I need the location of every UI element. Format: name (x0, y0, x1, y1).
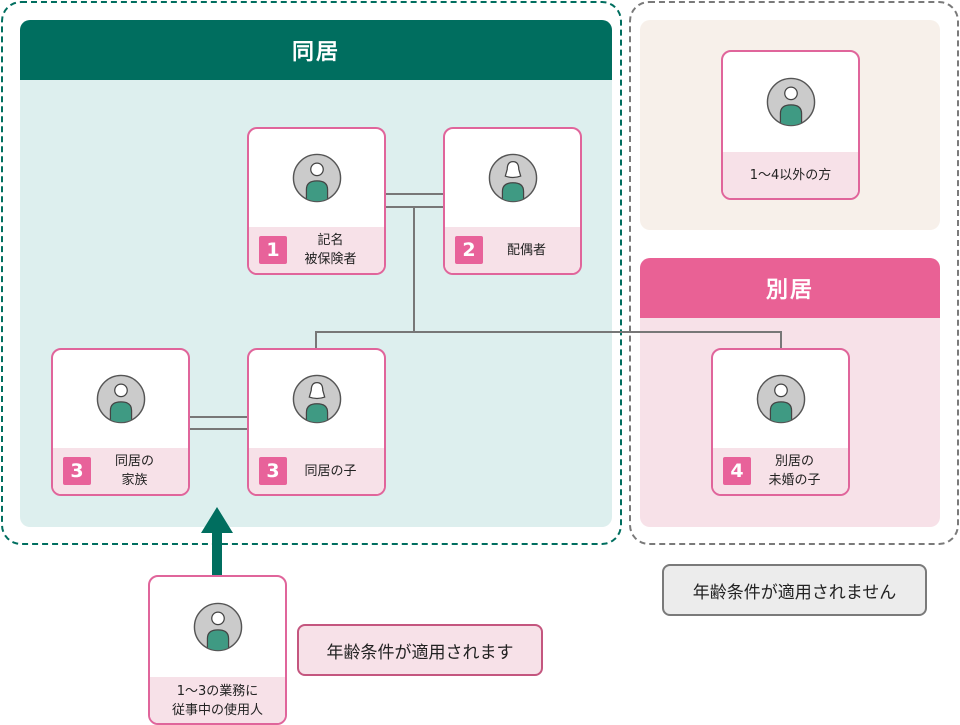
up-arrow-icon (201, 507, 233, 577)
person-card-cohabiting-child: 3 同居の子 (247, 348, 386, 496)
person-card-cohabiting-family: 3 同居の 家族 (51, 348, 190, 496)
person-label: 1～3の業務に 従事中の使用人 (171, 684, 263, 718)
number-badge: 4 (723, 457, 751, 485)
age-condition-not-applies-note: 年齢条件が適用されません (662, 564, 927, 616)
age-condition-applies-note: 年齢条件が適用されます (297, 624, 543, 676)
male-person-icon (766, 77, 816, 127)
number-badge: 2 (455, 236, 483, 264)
age-condition-applies-boundary (1, 1, 622, 545)
person-label: 同居の子 (304, 463, 357, 479)
marriage-line-top (385, 193, 443, 195)
person-card-employee: 1～3の業務に 従事中の使用人 (148, 575, 287, 725)
cohabiting-panel-title: 同居 (20, 20, 612, 80)
person-card-others: 1～4以外の方 (721, 50, 860, 200)
family-link-top (189, 416, 247, 418)
male-person-icon (193, 602, 243, 652)
person-card-spouse: 2 配偶者 (443, 127, 582, 275)
children-trunk-line (413, 206, 415, 332)
age-condition-not-applies-boundary (629, 1, 959, 545)
female-person-icon (488, 153, 538, 203)
male-person-icon (292, 153, 342, 203)
number-badge: 3 (63, 457, 91, 485)
family-link-bottom (189, 428, 247, 430)
separate-panel-title: 別居 (640, 258, 940, 318)
children-branch-line (315, 331, 782, 333)
child-drop-line (315, 331, 317, 349)
person-card-separate-child: 4 別居の 未婚の子 (711, 348, 850, 496)
person-label: 1～4以外の方 (749, 167, 832, 183)
male-person-icon (96, 374, 146, 424)
number-badge: 1 (259, 236, 287, 264)
number-badge: 3 (259, 457, 287, 485)
person-card-insured: 1 記名 被保険者 (247, 127, 386, 275)
person-label: 別居の 未婚の子 (768, 454, 821, 488)
separate-child-drop-line (780, 331, 782, 349)
person-label: 記名 被保険者 (304, 233, 357, 267)
female-person-icon (292, 374, 342, 424)
person-label: 配偶者 (506, 242, 546, 258)
male-person-icon (756, 374, 806, 424)
person-label: 同居の 家族 (114, 454, 154, 488)
